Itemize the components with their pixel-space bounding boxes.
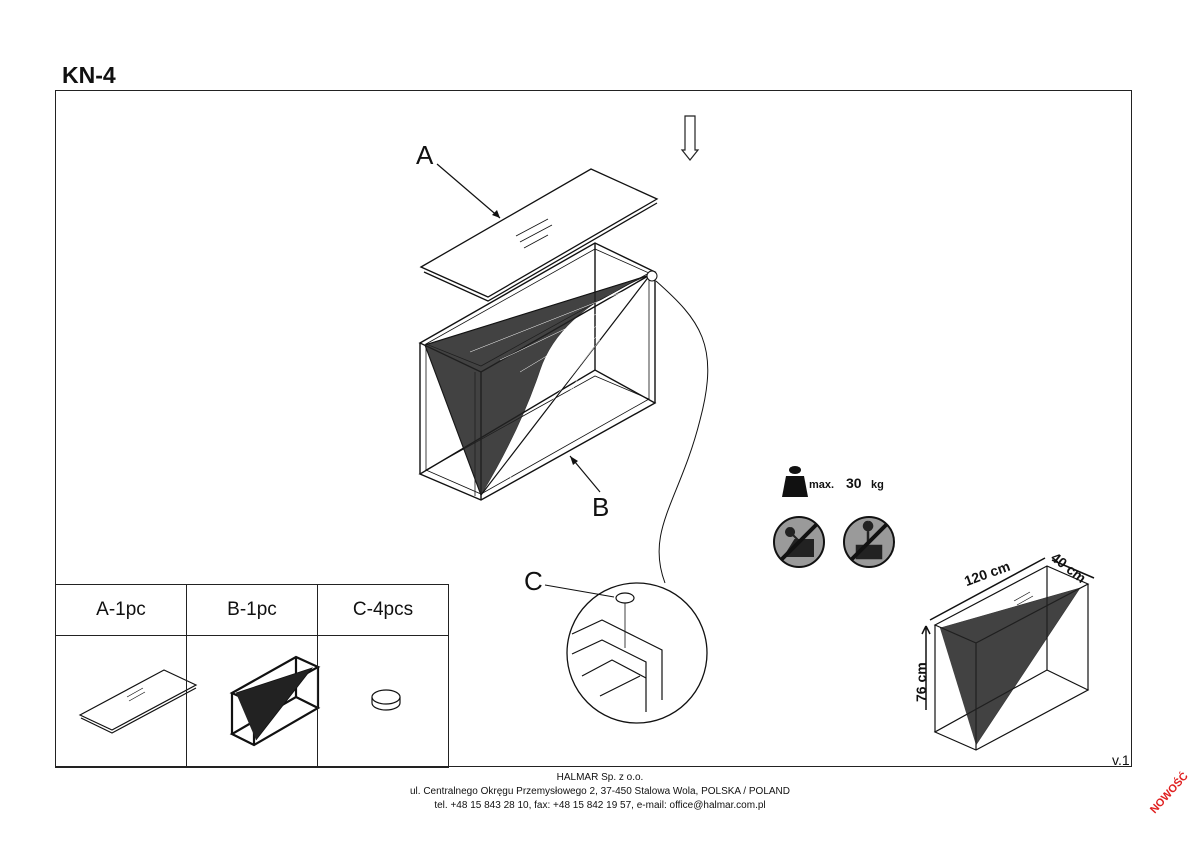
part-label-c: C	[524, 566, 543, 596]
version-label: v.1	[1112, 752, 1130, 768]
max-load-unit: kg	[871, 479, 884, 491]
parts-table: A-1pc B-1pc C-4pcs	[55, 584, 449, 768]
max-load-value: 30	[846, 475, 862, 491]
leader-c	[544, 584, 615, 598]
weight-icon	[782, 466, 808, 497]
no-climbing-icon	[773, 516, 825, 568]
leader-a	[436, 163, 501, 219]
part-a-picture	[55, 635, 187, 768]
dimension-drawing	[921, 557, 1095, 751]
no-standing-icon	[843, 516, 895, 568]
detail-circle	[566, 582, 708, 724]
part-a-count: A-1pc	[55, 584, 187, 636]
part-b-picture	[186, 635, 318, 768]
company-contact: tel. +48 15 843 28 10, fax: +48 15 842 1…	[434, 800, 766, 811]
company-name: HALMAR Sp. z o.o.	[556, 772, 644, 783]
max-load-prefix: max.	[809, 479, 835, 491]
part-c-count: C-4pcs	[317, 584, 449, 636]
company-address: ul. Centralnego Okręgu Przemysłowego 2, …	[409, 786, 790, 797]
drawing-frame	[55, 90, 1132, 767]
part-label-b: B	[592, 492, 610, 522]
part-c-picture	[317, 635, 449, 768]
document-title: KN-4	[62, 62, 116, 88]
detail-link-line	[655, 280, 709, 584]
glass-top-panel	[419, 168, 659, 302]
detail-marker	[646, 270, 658, 282]
company-footer: HALMAR Sp. z o.o. ul. Centralnego Okręgu…	[300, 771, 900, 813]
down-arrow-icon	[680, 115, 700, 161]
string-art	[424, 273, 652, 497]
part-label-a: A	[416, 140, 434, 170]
height-dimension: 76 cm	[913, 662, 929, 702]
part-b-count: B-1pc	[186, 584, 318, 636]
